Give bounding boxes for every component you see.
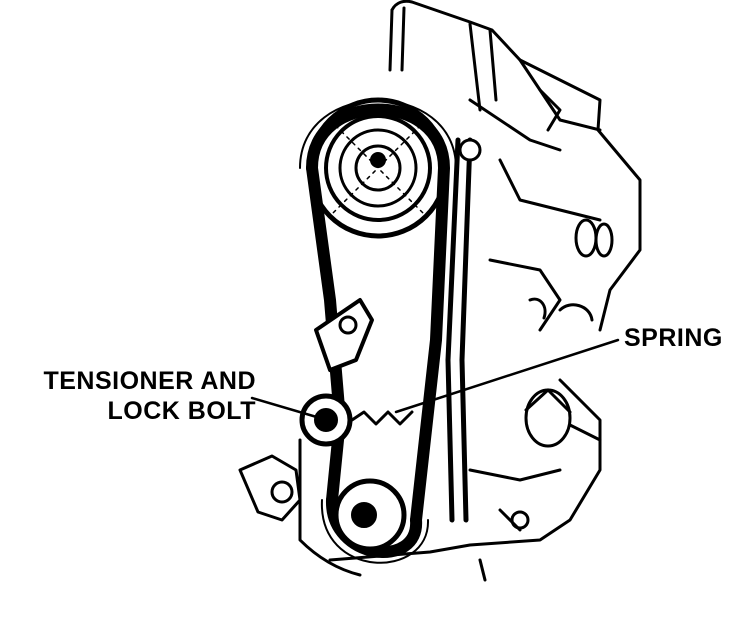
tensioner-label-line1: TENSIONER AND xyxy=(43,367,256,395)
dipstick-tube xyxy=(445,137,482,523)
tensioner-pulley xyxy=(299,298,374,447)
spring-label: SPRING xyxy=(624,324,723,352)
lower-housing xyxy=(238,438,362,577)
leader-lines xyxy=(250,338,620,420)
crankshaft-sprocket xyxy=(333,478,407,552)
tensioner-spring xyxy=(350,410,414,426)
block-details xyxy=(510,218,614,530)
tensioner-label-line2: LOCK BOLT xyxy=(107,397,256,425)
tensioner-label: TENSIONER AND LOCK BOLT xyxy=(6,366,256,426)
tensioner-leader-line xyxy=(250,396,322,420)
engine-block xyxy=(328,0,642,582)
spring-leader-line xyxy=(394,338,620,414)
